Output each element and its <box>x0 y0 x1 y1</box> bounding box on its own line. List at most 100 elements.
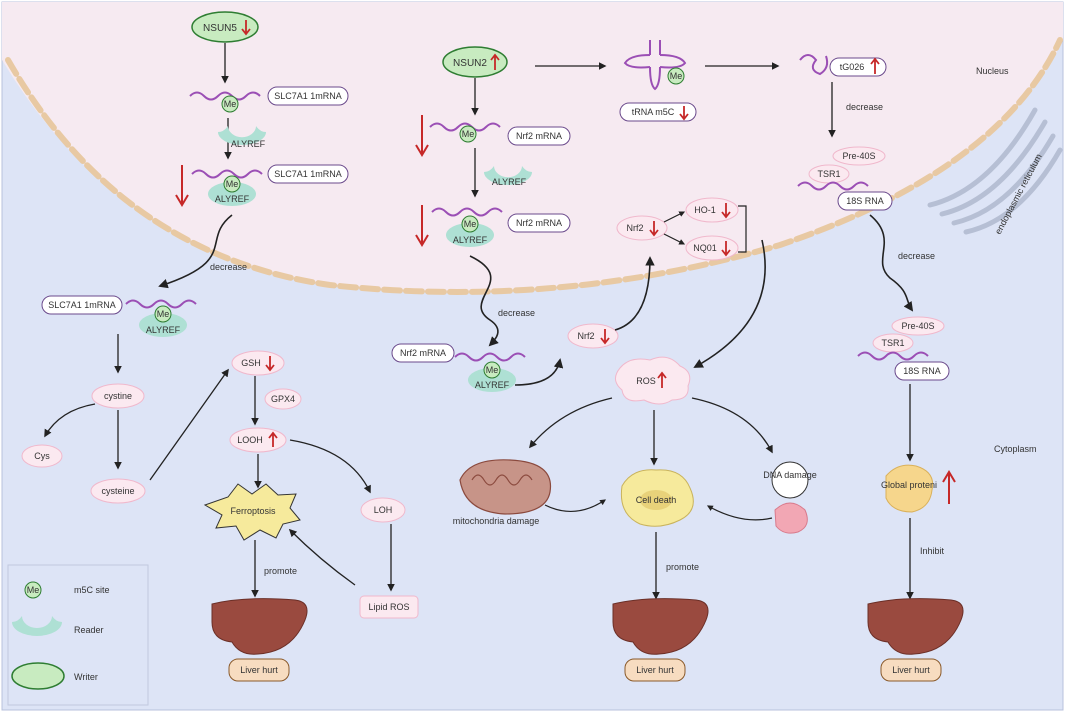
arrow-bracket-ros <box>693 239 766 368</box>
mitochondria-icon <box>459 459 552 515</box>
decrease-label-right-1: decrease <box>846 102 883 112</box>
alyref-reader-mid-1 <box>484 166 532 185</box>
trna-m5c-text: tRNA m5C <box>632 107 675 117</box>
decrease-label-mid: decrease <box>498 308 535 318</box>
dna-damage-bubble <box>771 461 809 499</box>
looh-label: LOOH <box>237 435 263 445</box>
18s-rna-label-1 <box>837 191 893 211</box>
nsun2-up-arrow <box>490 53 500 70</box>
liver-hurt-label-right <box>880 658 942 682</box>
liver-hurt-text-mid: Liver hurt <box>636 665 674 675</box>
nrf2-nuc-down-arrow <box>649 221 659 237</box>
cystine-label: cystine <box>104 391 132 401</box>
slc7a1-mrna-label-2 <box>267 164 349 184</box>
promote-label-mid: promote <box>666 562 699 572</box>
pre40s-node-1 <box>832 146 886 166</box>
rna-strand <box>454 352 526 362</box>
nrf2-mrna-label-1 <box>507 126 571 146</box>
ferroptosis-label: Ferroptosis <box>230 506 276 516</box>
alyref-label-1: ALYREF <box>231 139 266 149</box>
liver-icon-mid <box>612 598 709 655</box>
gpx4-node <box>264 388 302 410</box>
legend-writer-label: Writer <box>74 672 98 682</box>
rna-strand <box>431 207 503 217</box>
cys-node <box>21 444 63 468</box>
looh-up-arrow <box>268 431 278 447</box>
export-arrow-left <box>158 214 233 289</box>
nrf2-nuc-label: Nrf2 <box>626 223 643 233</box>
pre40s-label-2: Pre-40S <box>901 321 934 331</box>
alyref-reader-2 <box>208 182 256 206</box>
arrow-ros-dna <box>691 397 773 454</box>
ferroptosis-burst <box>203 483 301 541</box>
cys-label: Cys <box>34 451 50 461</box>
18s-rna-text-1: 18S RNA <box>846 196 884 206</box>
me-label: Me <box>464 219 477 229</box>
slc7a1-mrna-text: SLC7A1 1mRNA <box>274 91 342 101</box>
decrease-label-right-2: decrease <box>898 251 935 261</box>
slc7a1-mrna-label <box>267 86 349 106</box>
cysteine-node <box>90 478 146 504</box>
ho1-down-arrow <box>721 203 731 219</box>
arrow-dna-death <box>706 505 773 521</box>
nuclear-membrane <box>5 37 1063 295</box>
liver-hurt-text-left: Liver hurt <box>240 665 278 675</box>
cell-death-label: Cell death <box>636 495 677 505</box>
nsun2-label: NSUN2 <box>453 58 487 69</box>
tsr1-label-2: TSR1 <box>881 338 904 348</box>
legend-me-symbol-text: Me <box>27 585 40 595</box>
arrow-looh-loh <box>289 439 371 494</box>
gsh-label: GSH <box>241 358 261 368</box>
nsun2-writer <box>442 46 508 78</box>
me-label: Me <box>462 129 475 139</box>
legend-reader-icon <box>12 616 62 636</box>
decrease-label-left: decrease <box>210 262 247 272</box>
cytoplasm-label: Cytoplasm <box>994 444 1037 454</box>
me-label: Me <box>226 179 239 189</box>
trna-down-arrow <box>679 106 689 121</box>
tg026-text: tG026 <box>840 62 865 72</box>
rna-strand <box>189 91 261 101</box>
gpx4-label: GPX4 <box>271 394 295 404</box>
nucleus-label: Nucleus <box>976 66 1009 76</box>
nrf2-mrna-label-2 <box>507 213 571 233</box>
alyref-label-2: ALYREF <box>215 194 250 204</box>
me-label: Me <box>224 99 237 109</box>
nucleus-region <box>2 2 1063 292</box>
liver-hurt-label-left <box>228 658 290 682</box>
alyref-reader-1 <box>218 126 266 145</box>
nrf2-mrna-text-1: Nrf2 mRNA <box>516 131 562 141</box>
promote-label-left: promote <box>264 566 297 576</box>
cell-nucleus <box>640 490 672 510</box>
export-arrow-right <box>869 214 914 312</box>
liver-icon-right <box>867 598 964 655</box>
arrow-cysteine-gsh <box>149 368 229 481</box>
slc7a1-mrna-label-3 <box>41 295 123 315</box>
ros-up-arrow <box>657 371 667 388</box>
nrf2-mrna-text-2: Nrf2 mRNA <box>516 218 562 228</box>
arrow-mrna-nrf2 <box>514 358 564 386</box>
tg026-rna <box>799 54 829 76</box>
liver-hurt-text-right: Liver hurt <box>892 665 930 675</box>
arrow-ros-mito <box>529 397 613 449</box>
dna-damage-label: DNA damage <box>763 470 817 480</box>
18s-rna-text-2: 18S RNA <box>903 366 941 376</box>
nrf2-mrna-label-3 <box>391 343 455 363</box>
legend: Me m5C site Reader Writer <box>7 564 149 706</box>
slc7a1-mrna-text-2: SLC7A1 1mRNA <box>274 169 342 179</box>
global-proteni-icon <box>885 464 934 513</box>
alyref-label-3: ALYREF <box>146 325 181 335</box>
liver-hurt-label-mid <box>624 658 686 682</box>
nrf2-cyto-down-arrow <box>600 329 610 345</box>
loh-label: LOH <box>374 505 393 515</box>
alyref-reader-mid-2 <box>446 223 494 247</box>
tsr1-label-1: TSR1 <box>817 169 840 179</box>
tg026-up-arrow <box>870 57 880 74</box>
lipid-ros-node <box>359 595 419 619</box>
arrow-nrf2-ho1 <box>663 211 686 223</box>
global-up-arrow <box>942 470 956 504</box>
nrf2-cyto-label: Nrf2 <box>577 331 594 341</box>
trna-structure <box>623 40 687 91</box>
